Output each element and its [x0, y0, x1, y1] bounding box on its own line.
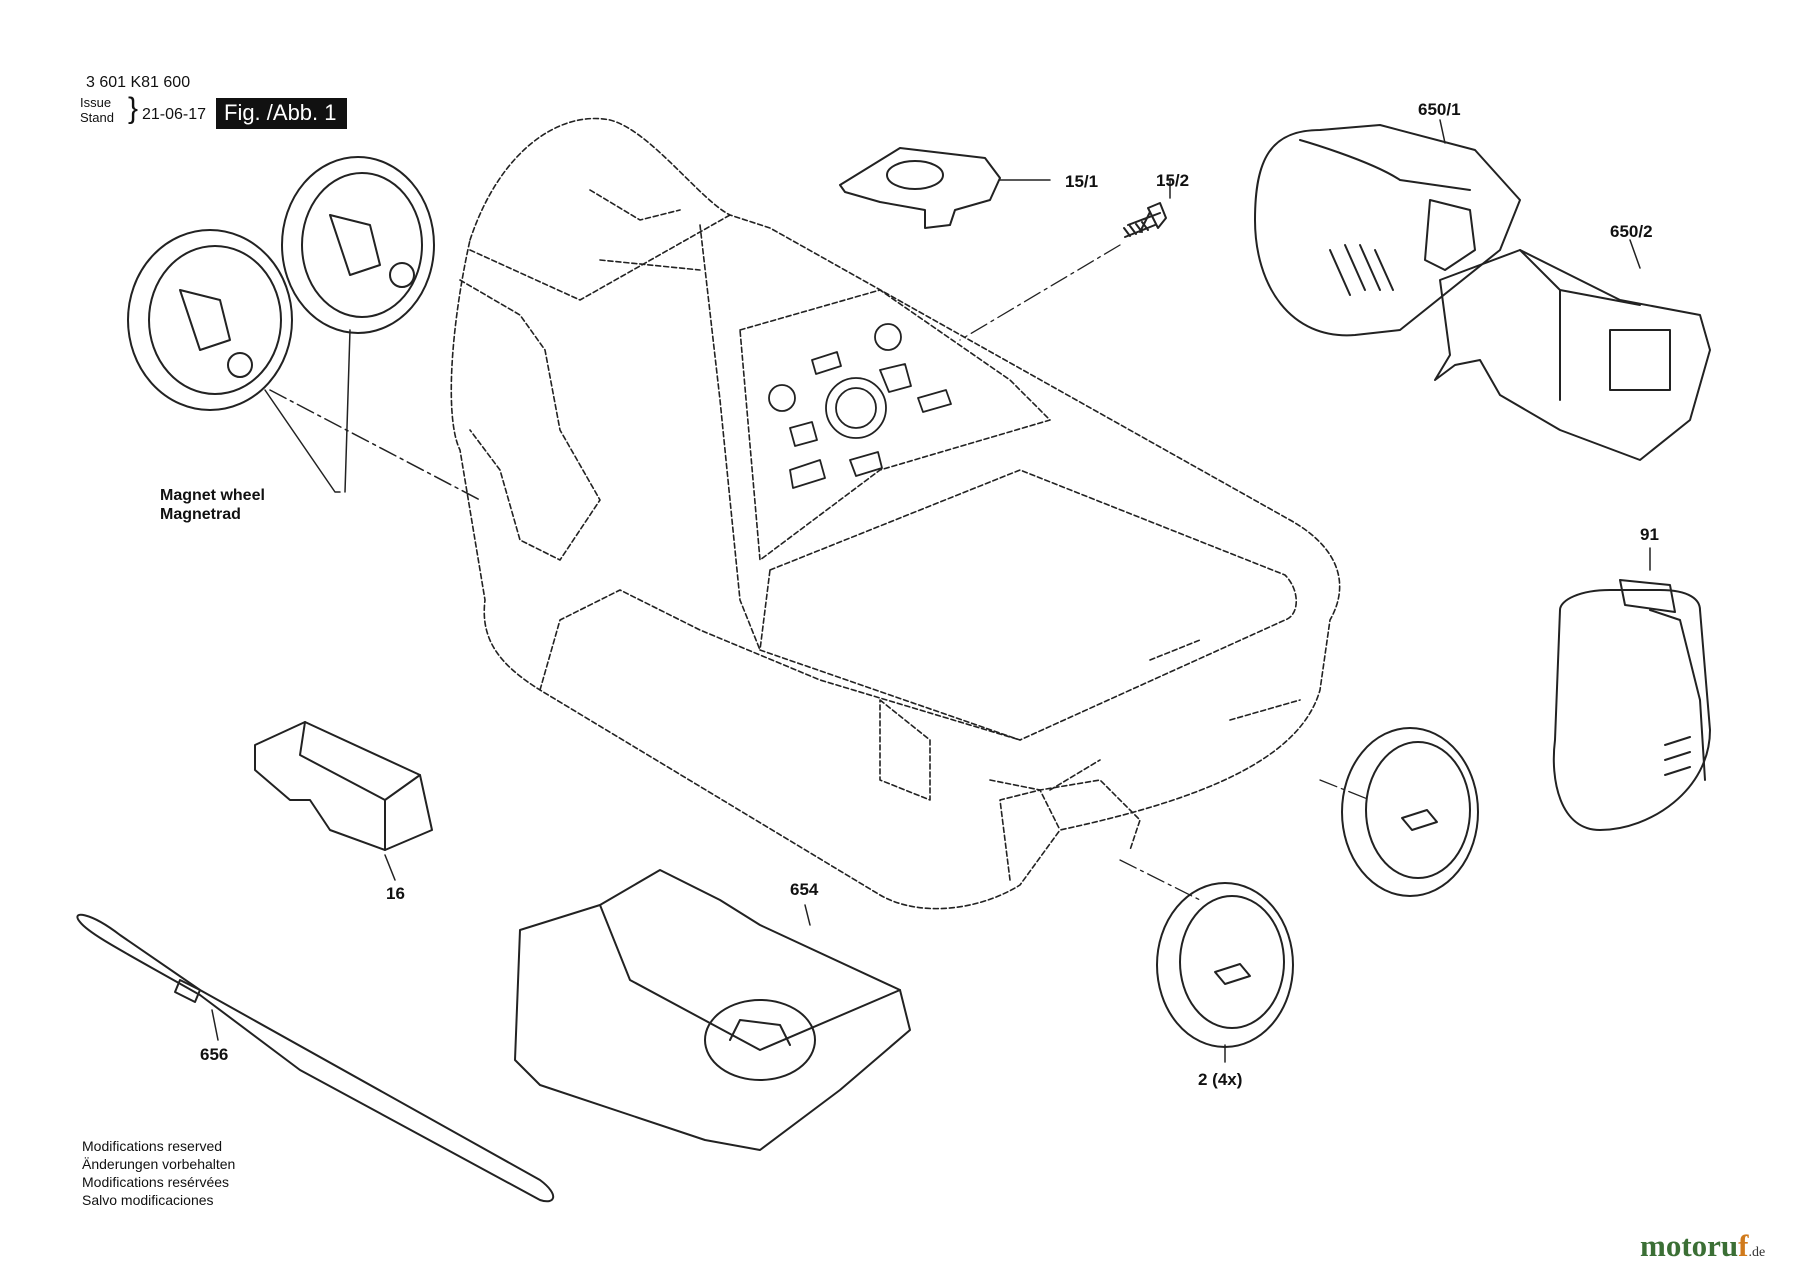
callout-91: 91: [1640, 525, 1659, 544]
figure-badge: Fig. /Abb. 1: [216, 98, 347, 129]
notice-line-2: Änderungen vorbehalten: [82, 1156, 236, 1172]
issue-label: Issue: [80, 95, 112, 110]
part-650-2: [1434, 239, 1711, 461]
part-650-1: [1254, 119, 1521, 337]
magnet-wheel-leaders: [264, 329, 481, 501]
callout-16: 16: [386, 884, 405, 903]
axle-line: [1119, 779, 1371, 901]
modifications-notice: Modifications reserved Änderungen vorbeh…: [82, 1137, 235, 1209]
part-16: [254, 721, 433, 881]
callout-650-2: 650/2: [1610, 222, 1653, 241]
stand-label: Stand: [80, 110, 114, 125]
magnet-wheel-de: Magnetrad: [160, 506, 241, 523]
wheel-2-rear: [1341, 727, 1479, 897]
magnet-wheel-en: Magnet wheel: [160, 487, 265, 504]
brand-f: f: [1738, 1228, 1749, 1263]
part-15-1: [839, 147, 1051, 229]
callout-magnet-wheel: Magnet wheel Magnetrad: [160, 486, 265, 524]
callout-15-1: 15/1: [1065, 172, 1099, 191]
part-number: 3 601 K81 600: [86, 74, 191, 91]
main-housing: [450, 117, 1341, 910]
control-panel: [768, 323, 952, 489]
callout-656: 656: [200, 1045, 229, 1064]
callout-650-1: 650/1: [1418, 100, 1461, 119]
callout-2: 2 (4x): [1198, 1070, 1243, 1089]
brace-glyph: }: [128, 92, 139, 125]
wheel-2-front: [1156, 882, 1294, 1063]
notice-line-1: Modifications reserved: [82, 1138, 223, 1154]
callout-654: 654: [790, 880, 819, 899]
watermark-logo: motoruf.de: [1640, 1228, 1765, 1264]
magnet-wheel-2: [281, 156, 435, 334]
callout-15-2: 15/2: [1156, 171, 1190, 190]
part-91-battery: [1552, 547, 1711, 831]
magnet-wheel-1: [127, 229, 293, 411]
part-656-lanyard: [76, 913, 555, 1203]
notice-line-3: Modifications resérvées: [82, 1174, 230, 1190]
issue-stand-label: Issue Stand: [80, 95, 114, 125]
notice-line-4: Salvo modificaciones: [82, 1192, 214, 1208]
part-15-2: [959, 179, 1171, 341]
brand-tld: .de: [1748, 1245, 1766, 1260]
issue-date: 21-06-17: [142, 106, 207, 123]
brand-text: motoru: [1640, 1228, 1739, 1263]
part-654-charger: [514, 869, 911, 1151]
